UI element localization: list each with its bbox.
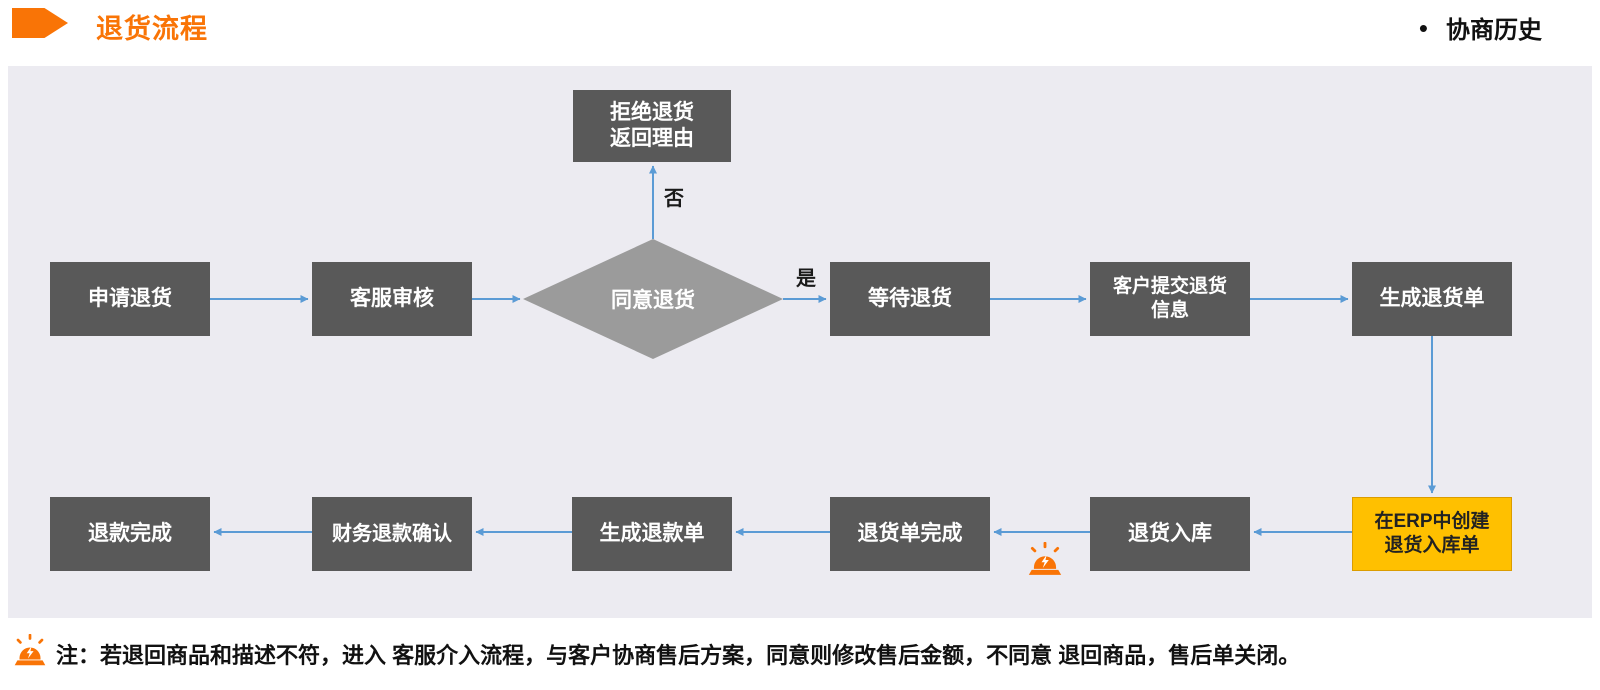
note-bar: 注：若退回商品和描述不符，进入 客服介入流程，与客户协商售后方案，同意则修改售后… bbox=[0, 618, 1600, 690]
node-generate-refund-order: 生成退款单 bbox=[572, 497, 732, 571]
node-return-order-done: 退货单完成 bbox=[830, 497, 990, 571]
node-finance-confirm: 财务退款确认 bbox=[312, 497, 472, 571]
node-decision-agree: 同意退货 bbox=[523, 239, 783, 359]
node-wait-return: 等待退货 bbox=[830, 262, 990, 336]
legend-label: 协商历史 bbox=[1446, 17, 1542, 44]
note-text: 注：若退回商品和描述不符，进入 客服介入流程，与客户协商售后方案，同意则修改售后… bbox=[56, 643, 1301, 668]
edge-label-no: 否 bbox=[664, 188, 684, 210]
alert-siren-icon bbox=[1028, 542, 1062, 575]
node-refund-done: 退款完成 bbox=[50, 497, 210, 571]
node-submit-info: 客户提交退货 信息 bbox=[1090, 262, 1250, 336]
bullet-icon: • bbox=[1418, 12, 1428, 43]
header: 退货流程 • 协商历史 bbox=[0, 0, 1600, 66]
edge-label-yes: 是 bbox=[796, 268, 816, 290]
note-siren-icon bbox=[14, 634, 46, 666]
node-service-review: 客服审核 bbox=[312, 262, 472, 336]
title-arrow-icon bbox=[12, 8, 68, 38]
page-title: 退货流程 bbox=[96, 14, 208, 44]
legend: • 协商历史 bbox=[1419, 10, 1542, 45]
node-apply-return: 申请退货 bbox=[50, 262, 210, 336]
node-reject-return: 拒绝退货 返回理由 bbox=[573, 90, 731, 162]
node-erp-inbound-order: 在ERP中创建 退货入库单 bbox=[1352, 497, 1512, 571]
node-return-inbound: 退货入库 bbox=[1090, 497, 1250, 571]
flow-panel: 申请退货 客服审核 同意退货 拒绝退货 返回理由 等待退货 客户提交退货 信息 … bbox=[8, 66, 1592, 618]
node-generate-return-order: 生成退货单 bbox=[1352, 262, 1512, 336]
